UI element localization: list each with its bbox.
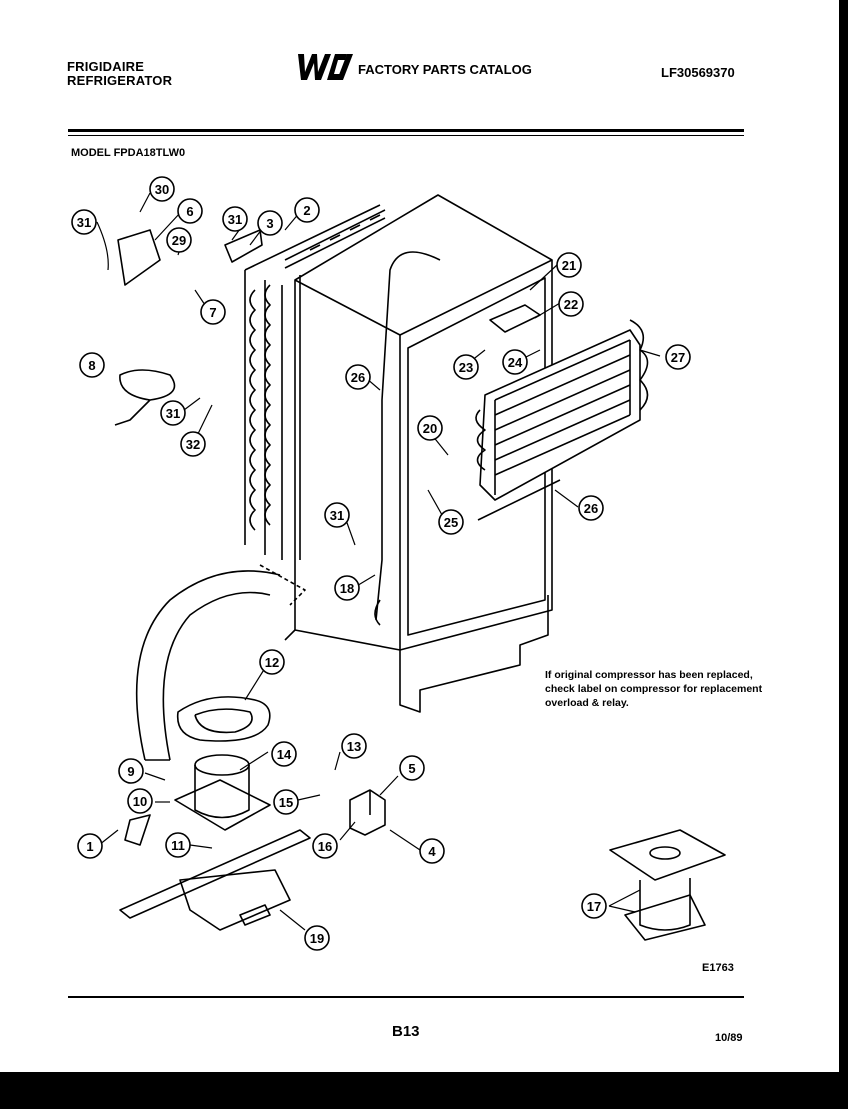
callout-label: 24 (508, 355, 523, 370)
exploded-parts-diagram: 30 31 6 29 31 3 2 21 22 7 8 23 24 27 26 … (71, 176, 726, 951)
callout-label: 31 (330, 508, 344, 523)
figure-code: E1763 (702, 962, 734, 974)
callout-balloon: 31 (222, 206, 248, 232)
callout-balloon: 11 (165, 832, 191, 858)
callout-balloon: 5 (399, 755, 425, 781)
callout-balloon: 4 (419, 838, 445, 864)
callout-balloon: 21 (556, 252, 582, 278)
callout-balloon: 14 (271, 741, 297, 767)
condenser-coil-drawing (244, 204, 386, 560)
callout-balloon: 9 (118, 758, 144, 784)
callout-label: 20 (423, 421, 437, 436)
evaporator-drawing (475, 319, 649, 521)
callout-balloon: 19 (304, 925, 330, 951)
callout-balloon: 17 (581, 893, 607, 919)
callout-label: 30 (155, 182, 169, 197)
base-rail-drawing (119, 829, 311, 931)
callout-label: 11 (171, 838, 185, 853)
drain-tube-drawing (375, 251, 441, 621)
power-cord-drawing (119, 369, 176, 401)
brand-block: FRIGIDAIRE REFRIGERATOR (67, 60, 172, 88)
callout-label: 10 (133, 794, 147, 809)
callout-label: 6 (186, 204, 193, 219)
wci-logo (298, 54, 353, 80)
callout-label: 7 (209, 305, 216, 320)
callout-balloon: 31 (160, 400, 186, 426)
callout-balloon: 20 (417, 415, 443, 441)
drain-pan-drawing (176, 696, 271, 742)
callout-balloon: 16 (312, 833, 338, 859)
part-number: LF30569370 (661, 65, 735, 80)
callout-label: 29 (172, 233, 186, 248)
catalog-title: FACTORY PARTS CATALOG (358, 62, 532, 77)
callout-balloon: 1 (77, 833, 103, 859)
callout-balloon: 30 (149, 176, 175, 202)
callout-balloon: 27 (665, 344, 691, 370)
callout-balloon: 18 (334, 575, 360, 601)
callout-balloon: 12 (259, 649, 285, 675)
compressor-note: If original compressor has been replaced… (545, 669, 763, 709)
footer-rule (68, 996, 744, 998)
callout-balloon: 15 (273, 789, 299, 815)
callout-label: 8 (88, 358, 95, 373)
header-rule (68, 129, 744, 132)
callout-balloon: 25 (438, 509, 464, 535)
callout-label: 4 (428, 844, 436, 859)
page-number: B13 (392, 1023, 420, 1040)
product-type: REFRIGERATOR (67, 73, 173, 88)
header-rule-thin (68, 135, 744, 136)
callout-label: 3 (266, 216, 273, 231)
callout-label: 17 (587, 899, 601, 914)
callout-balloon: 10 (127, 788, 153, 814)
callout-balloon: 23 (453, 354, 479, 380)
callout-balloon: 31 (71, 209, 97, 235)
callout-label: 31 (166, 406, 180, 421)
callout-balloon: 8 (79, 352, 105, 378)
brand-name: FRIGIDAIRE (67, 59, 145, 74)
callout-balloon: 22 (558, 291, 584, 317)
callout-label: 5 (408, 761, 415, 776)
callout-balloon: 7 (200, 299, 226, 325)
callout-label: 13 (347, 739, 361, 754)
callout-balloon: 6 (177, 198, 203, 224)
callout-balloon: 13 (341, 733, 367, 759)
callout-balloon: 2 (294, 197, 320, 223)
callout-label: 26 (351, 370, 365, 385)
callout-label: 14 (277, 747, 292, 762)
callout-balloon: 31 (324, 502, 350, 528)
callout-label: 16 (318, 839, 332, 854)
parts-sheet: FRIGIDAIRE REFRIGERATOR FACTORY PARTS CA… (0, 0, 839, 1072)
callout-label: 15 (279, 795, 293, 810)
callout-label: 27 (671, 350, 685, 365)
inset-compressor-drawing (609, 829, 726, 941)
callout-label: 32 (186, 437, 200, 452)
callout-balloon: 24 (502, 349, 528, 375)
callout-label: 31 (228, 212, 242, 227)
callout-balloon: 26 (345, 364, 371, 390)
callout-label: 22 (564, 297, 578, 312)
model-number: MODEL FPDA18TLW0 (71, 147, 186, 159)
callout-balloon: 32 (180, 431, 206, 457)
callout-label: 26 (584, 501, 598, 516)
callout-label: 2 (303, 203, 310, 218)
revision-date: 10/89 (715, 1032, 743, 1044)
callout-label: 1 (86, 839, 93, 854)
relay-drawing (349, 789, 386, 836)
callout-balloon: 26 (578, 495, 604, 521)
callout-balloons: 30 31 6 29 31 3 2 21 22 7 8 23 24 27 26 … (71, 176, 691, 951)
callout-label: 18 (340, 581, 354, 596)
callout-balloon: 29 (166, 227, 192, 253)
callout-label: 31 (77, 215, 91, 230)
flow-arrow-drawing (135, 564, 306, 761)
callout-label: 12 (265, 655, 279, 670)
callout-balloon: 3 (257, 210, 283, 236)
callout-label: 25 (444, 515, 458, 530)
callout-label: 9 (127, 764, 134, 779)
callout-label: 23 (459, 360, 473, 375)
callout-label: 19 (310, 931, 324, 946)
compressor-drawing (174, 754, 271, 831)
callout-label: 21 (562, 258, 576, 273)
